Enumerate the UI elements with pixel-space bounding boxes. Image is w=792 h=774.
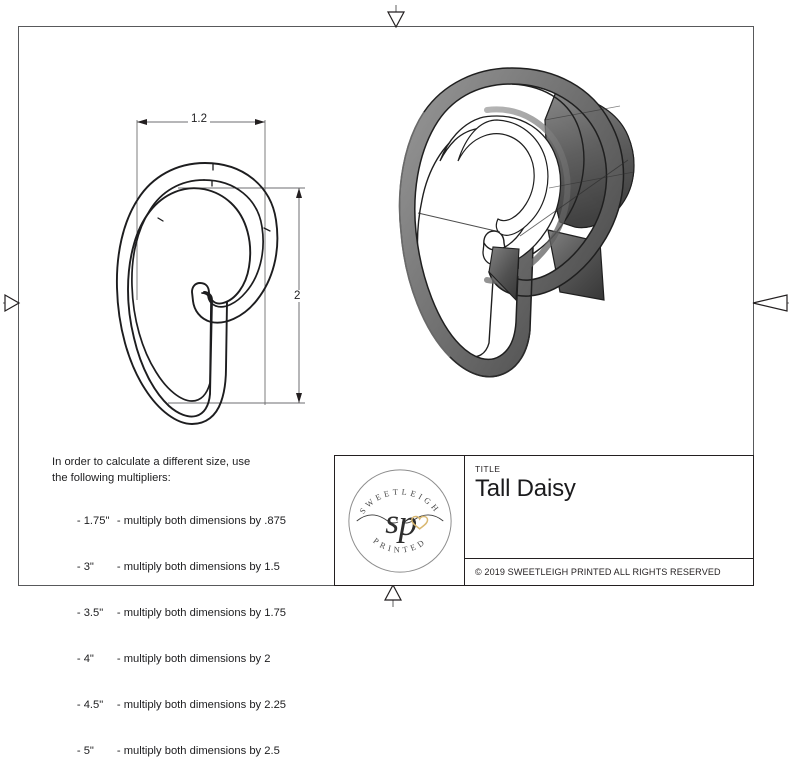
note-text: - multiply both dimensions by 2 <box>116 652 271 665</box>
note-size: - 1.75" <box>76 515 110 528</box>
note-size: - 3.5" <box>76 607 104 620</box>
title-label: TITLE <box>475 464 501 474</box>
scaling-notes-intro: In order to calculate a different size, … <box>52 456 251 484</box>
list-item: - 3" - multiply both dimensions by 1.5 <box>52 545 327 591</box>
note-size: - 4.5" <box>76 698 104 711</box>
list-item: - 4.5" - multiply both dimensions by 2.25 <box>52 683 327 729</box>
note-size: - 5" <box>76 744 94 757</box>
title-block-copyright-cell: © 2019 SWEETLEIGH PRINTED ALL RIGHTS RES… <box>465 559 753 585</box>
title-block: SWEETLEIGH PRINTED s p TITLE Tall Daisy <box>334 455 754 586</box>
drawing-sheet: 1.2 2 In order to calculate a different … <box>3 5 789 757</box>
logo-monogram: s <box>385 500 399 540</box>
sweetleigh-printed-logo: SWEETLEIGH PRINTED s p <box>347 468 452 573</box>
list-item: - 1.75" - multiply both dimensions by .87… <box>52 499 327 545</box>
list-item: - 4" - multiply both dimensions by 2 <box>52 637 327 683</box>
left-center-arrow-icon <box>3 293 21 313</box>
title-block-right: TITLE Tall Daisy © 2019 SWEETLEIGH PRINT… <box>465 456 753 585</box>
page-title: Tall Daisy <box>475 475 576 502</box>
copyright-text: © 2019 SWEETLEIGH PRINTED ALL RIGHTS RES… <box>475 567 721 577</box>
dimension-width-label: 1.2 <box>188 113 210 125</box>
note-text: - multiply both dimensions by 1.5 <box>116 561 280 574</box>
note-text: - multiply both dimensions by 1.75 <box>116 607 287 620</box>
dimension-height-label: 2 <box>291 290 304 302</box>
list-item: - 5" - multiply both dimensions by 2.5 <box>52 728 327 774</box>
note-size: - 3" <box>76 561 94 574</box>
title-block-logo-cell: SWEETLEIGH PRINTED s p <box>335 456 465 585</box>
note-text: - multiply both dimensions by .875 <box>116 515 287 528</box>
note-size: - 4" <box>76 652 94 665</box>
scaling-notes: In order to calculate a different size, … <box>52 455 327 774</box>
note-text: - multiply both dimensions by 2.5 <box>116 744 280 757</box>
top-center-arrow-icon <box>387 5 405 29</box>
scaling-notes-list: - 1.75" - multiply both dimensions by .87… <box>52 499 327 774</box>
right-center-arrow-icon <box>752 294 789 312</box>
bottom-center-arrow-icon <box>384 583 402 607</box>
logo-heart-icon <box>410 515 428 530</box>
list-item: - 3.5" - multiply both dimensions by 1.75 <box>52 591 327 637</box>
title-block-title-cell: TITLE Tall Daisy <box>465 456 753 559</box>
logo-monogram-p: p <box>395 502 417 543</box>
note-text: - multiply both dimensions by 2.25 <box>116 698 287 711</box>
